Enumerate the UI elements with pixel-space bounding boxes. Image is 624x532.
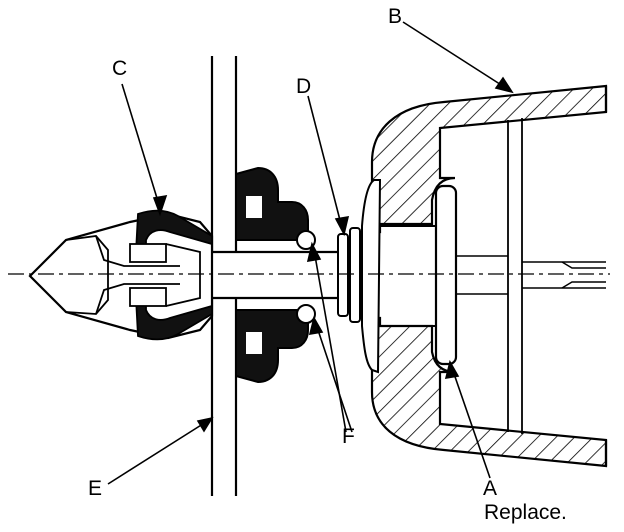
- housing: [370, 84, 608, 468]
- callout-d: D: [296, 75, 312, 98]
- clip-plug: [28, 209, 214, 341]
- callout-f: F: [342, 425, 355, 448]
- grommet: [235, 166, 309, 384]
- callout-a: A: [483, 477, 498, 500]
- washer: [434, 184, 458, 366]
- leaders: [107, 21, 514, 485]
- o-rings: [296, 230, 316, 324]
- flange: [337, 179, 382, 374]
- housing-wall-hatched-lower: [370, 316, 608, 468]
- housing-wall-hatched: [370, 84, 608, 234]
- shaft: [194, 225, 436, 327]
- callout-a-note: Replace.: [484, 501, 567, 524]
- callout-b: B: [388, 5, 403, 28]
- callout-e: E: [88, 477, 103, 500]
- callout-c: C: [112, 57, 128, 80]
